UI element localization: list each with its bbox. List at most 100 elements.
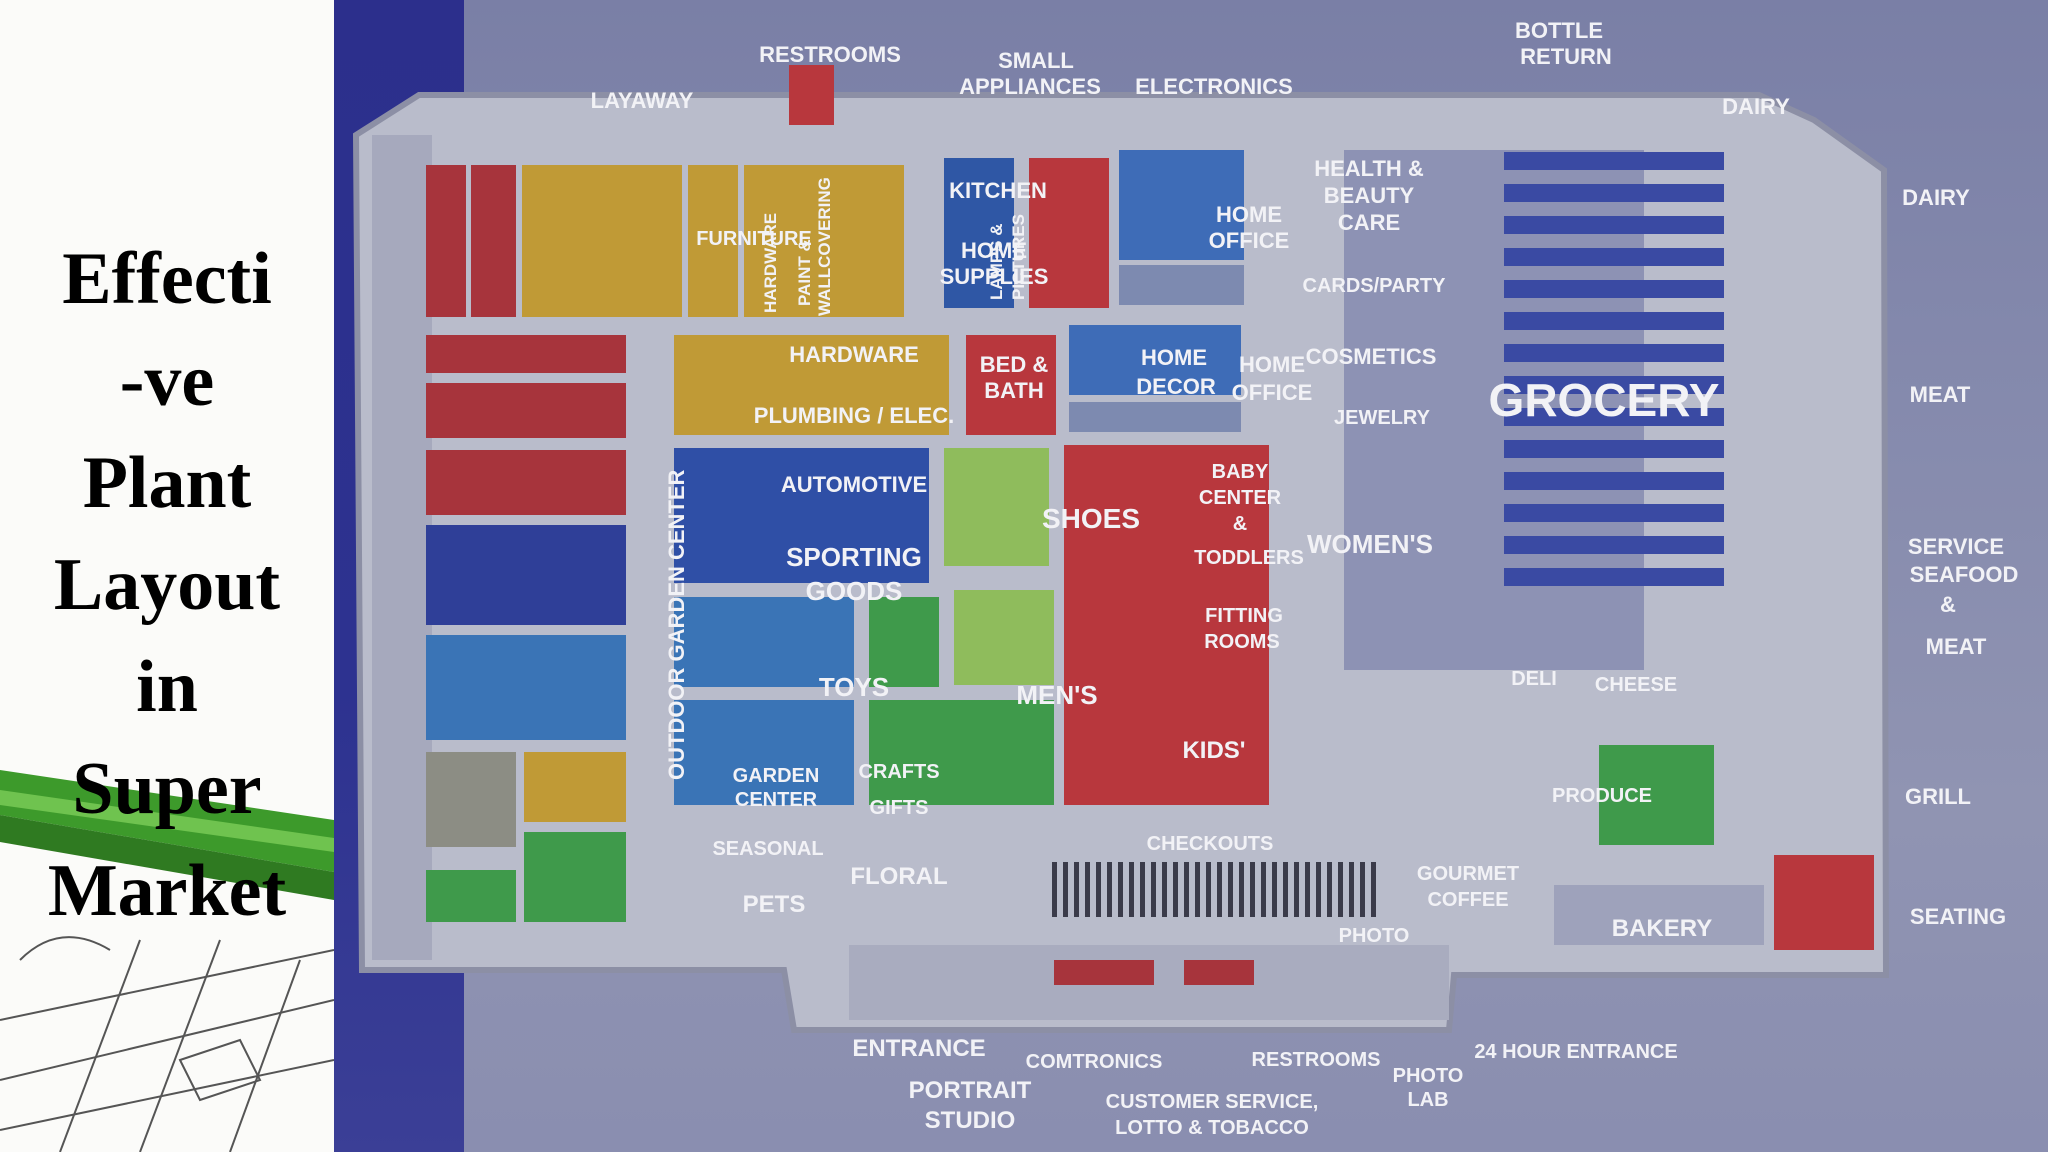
dept-mens-a xyxy=(674,597,854,687)
label-gifts: GIFTS xyxy=(870,797,929,819)
label-bakery: BAKERY xyxy=(1612,915,1712,942)
label-baby-3: & xyxy=(1233,513,1247,535)
label-hardware-vertical: HARDWARE xyxy=(761,213,780,313)
title-line: Super xyxy=(72,748,262,830)
label-outdoor-garden: OUTDOOR GARDEN CENTER xyxy=(664,469,689,780)
dept-pets xyxy=(426,870,516,922)
grocery-aisle xyxy=(1504,504,1724,522)
label-bottle-return-2: RETURN xyxy=(1520,44,1612,69)
title-line: Effecti xyxy=(62,238,272,320)
left-column-departments xyxy=(426,335,626,922)
checkout-lane xyxy=(1063,862,1068,917)
seating-block xyxy=(1774,855,1874,950)
checkout-lanes xyxy=(1052,862,1376,917)
label-home-office-top-2: OFFICE xyxy=(1209,228,1290,253)
label-paint-1: PAINT & xyxy=(795,239,814,306)
dept-garden-center xyxy=(426,752,516,847)
checkout-lane xyxy=(1228,862,1233,917)
checkout-lane xyxy=(1118,862,1123,917)
label-gourmet-2: COFFEE xyxy=(1427,889,1508,911)
checkout-lane xyxy=(1294,862,1299,917)
label-meat: MEAT xyxy=(1910,382,1971,407)
dept-paint xyxy=(471,165,516,317)
label-seating: SEATING xyxy=(1910,904,2006,929)
dept-sporting xyxy=(426,525,626,625)
dept-bed-bath xyxy=(674,335,949,435)
checkout-lane xyxy=(1096,862,1101,917)
checkout-lane xyxy=(1349,862,1354,917)
label-small-appliances-2: APPLIANCES xyxy=(959,74,1101,99)
title-line: -ve xyxy=(119,340,215,422)
grocery-aisle xyxy=(1504,408,1724,426)
label-home-supplies-2: SUPPLIES xyxy=(940,264,1049,289)
dept-kids xyxy=(869,700,1054,805)
label-lamps-2: PICTURES xyxy=(1009,214,1028,300)
label-bed-2: BATH xyxy=(984,378,1043,403)
label-service-1: SERVICE xyxy=(1908,534,2004,559)
checkout-lane xyxy=(1107,862,1112,917)
grocery-aisles xyxy=(1504,152,1724,586)
dept-mens-b xyxy=(674,700,854,805)
checkout-lane xyxy=(1074,862,1079,917)
checkout-lane xyxy=(1305,862,1310,917)
grocery-aisle xyxy=(1504,344,1724,362)
label-home-office-mid-2: OFFICE xyxy=(1232,380,1313,405)
store-floor-plan: RESTROOMS SMALL APPLIANCES ELECTRONICS B… xyxy=(352,18,2019,1139)
label-mens: MEN'S xyxy=(1016,680,1097,710)
checkout-lane xyxy=(1052,862,1057,917)
checkout-lane xyxy=(1085,862,1090,917)
label-customer-1: CUSTOMER SERVICE, xyxy=(1106,1091,1319,1113)
label-entrance: ENTRANCE xyxy=(852,1035,985,1062)
dept-bakery xyxy=(1554,885,1764,945)
label-pets: PETS xyxy=(743,891,806,918)
restroom-block xyxy=(789,65,834,125)
label-customer-2: LOTTO & TOBACCO xyxy=(1115,1117,1309,1139)
label-cheese: CHEESE xyxy=(1595,674,1677,696)
dept-toys xyxy=(426,635,626,740)
dept-furniture xyxy=(522,165,682,317)
label-fitting-1: FITTING xyxy=(1205,605,1283,627)
checkout-lane xyxy=(1360,862,1365,917)
label-sporting-2: GOODS xyxy=(806,576,903,606)
grocery-aisle xyxy=(1504,312,1724,330)
checkout-lane xyxy=(1140,862,1145,917)
label-health-3: CARE xyxy=(1338,210,1400,235)
sketch-decoration xyxy=(0,770,334,1152)
green-pencil xyxy=(0,770,334,900)
checkout-lane xyxy=(1261,862,1266,917)
checkout-lane xyxy=(1217,862,1222,917)
grocery-aisle xyxy=(1504,280,1724,298)
label-restrooms-bottom: RESTROOMS xyxy=(1252,1049,1381,1071)
label-electronics: ELECTRONICS xyxy=(1135,74,1293,99)
grocery-aisle xyxy=(1504,440,1724,458)
label-photo: PHOTO xyxy=(1339,925,1410,947)
grocery-aisle xyxy=(1504,216,1724,234)
label-jewelry: JEWELRY xyxy=(1334,407,1431,429)
label-bottle-return: BOTTLE xyxy=(1515,18,1603,43)
label-womens: WOMEN'S xyxy=(1307,529,1433,559)
label-decor-1: HOME xyxy=(1141,345,1207,370)
dept-baby xyxy=(944,448,1049,566)
label-health-2: BEAUTY xyxy=(1324,183,1415,208)
top-row-departments xyxy=(426,65,1244,317)
label-garden-2: CENTER xyxy=(735,789,818,811)
grocery-aisle xyxy=(1504,472,1724,490)
slide-title-panel: Effecti -ve Plant Layout in Super Market xyxy=(0,0,334,1152)
label-seasonal: SEASONAL xyxy=(712,838,823,860)
restroom-counter xyxy=(1184,960,1254,985)
label-baby-4: TODDLERS xyxy=(1194,547,1304,569)
dept-hardware-vertical xyxy=(426,165,466,317)
map-labels: RESTROOMS SMALL APPLIANCES ELECTRONICS B… xyxy=(591,18,2019,1139)
label-grill: GRILL xyxy=(1905,784,1971,809)
label-cosmetics: COSMETICS xyxy=(1306,344,1437,369)
label-gourmet-1: GOURMET xyxy=(1417,863,1519,885)
dept-cards-party xyxy=(1119,265,1244,305)
grocery-aisle xyxy=(1504,536,1724,554)
label-kids: KIDS' xyxy=(1182,737,1245,764)
label-photo-lab-2: LAB xyxy=(1407,1089,1448,1111)
dept-cosmetics xyxy=(1069,325,1241,395)
label-bed-1: BED & xyxy=(980,352,1049,377)
slide-title: Effecti -ve Plant Layout in Super Market xyxy=(0,228,334,942)
label-home-office-mid-1: HOME xyxy=(1239,352,1305,377)
label-furniture: FURNITURE xyxy=(696,228,812,250)
